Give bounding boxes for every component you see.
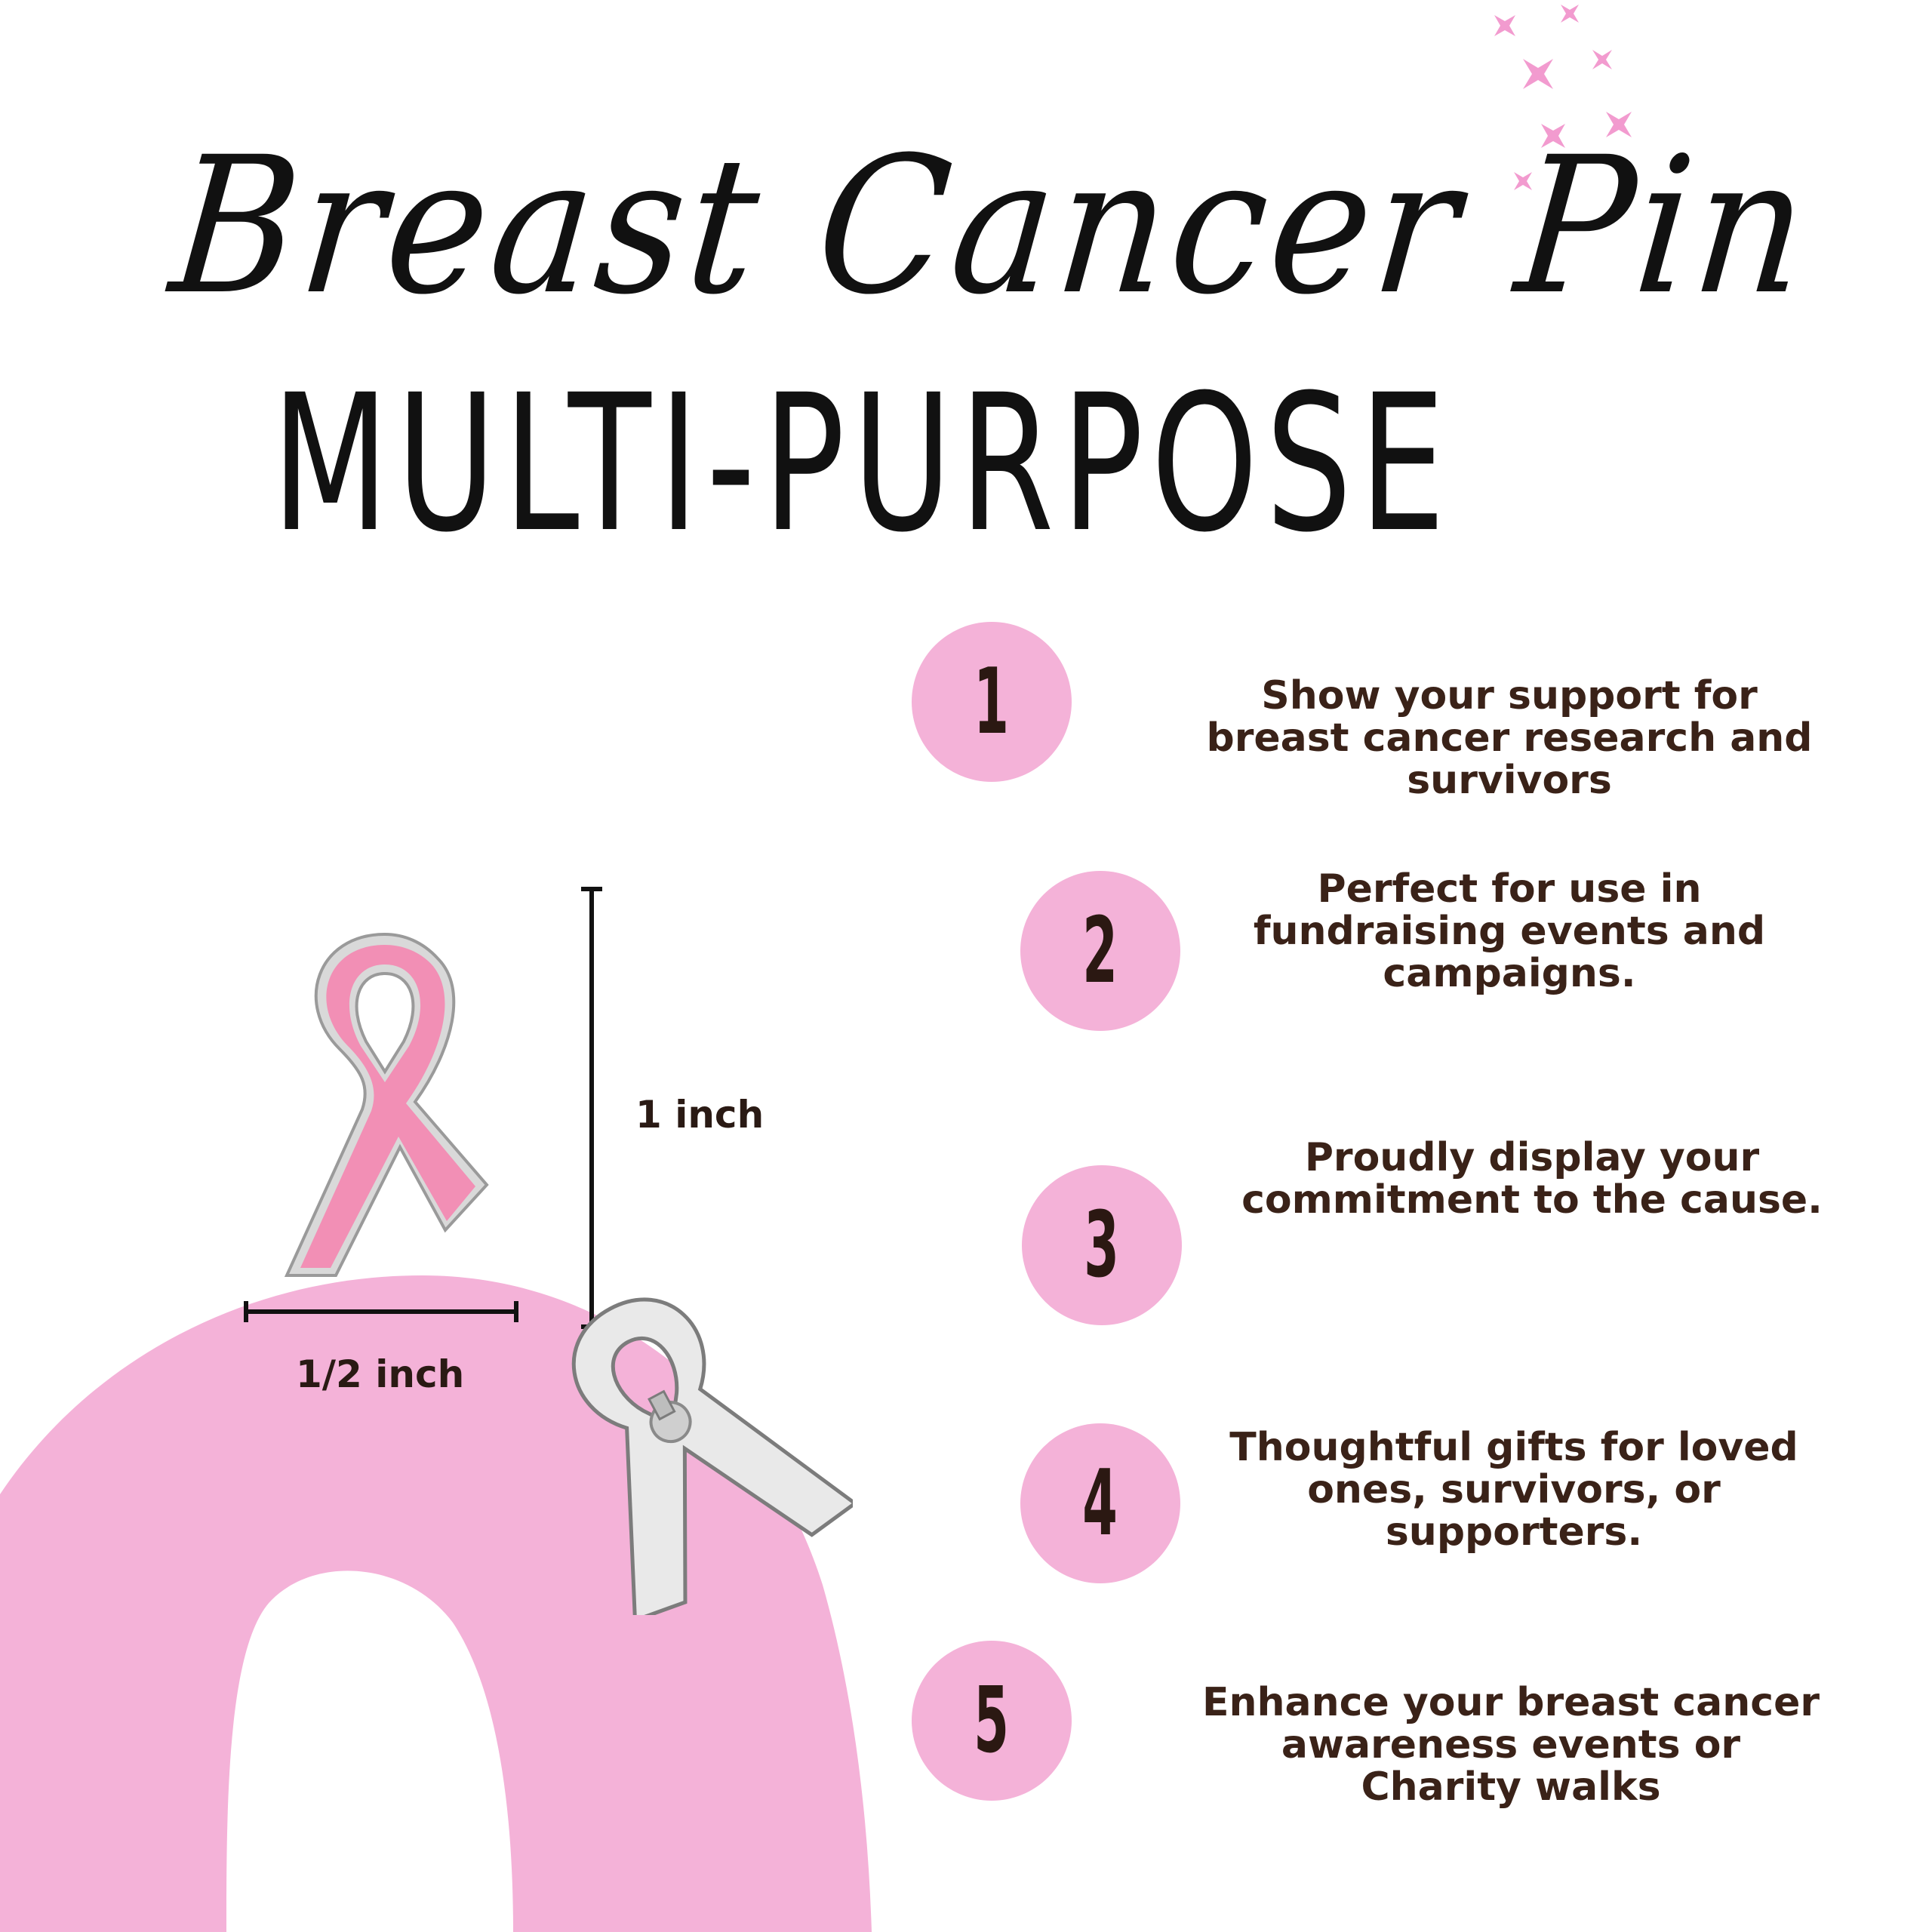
page-subtitle: MULTI-PURPOSE (272, 354, 1454, 574)
pink-ribbon-pin-icon (284, 932, 489, 1277)
feature-number-4: 4 (1020, 1423, 1180, 1583)
feature-text-4: Thoughtful gifts for loved ones, survivo… (1229, 1425, 1798, 1555)
feature-text-2: Perfect for use in fundraising events an… (1253, 866, 1766, 996)
silver-ribbon-pin-icon (571, 1297, 853, 1615)
feature-text-5: Enhance your breast cancer awareness eve… (1201, 1680, 1820, 1810)
feature-text-1: Show your support for breast cancer rese… (1206, 673, 1813, 803)
feature-number-2: 2 (1020, 871, 1180, 1031)
feature-number-3: 3 (1022, 1165, 1182, 1325)
width-dimension-label: 1/2 inch (296, 1352, 465, 1396)
height-dimension-label: 1 inch (635, 1093, 764, 1137)
sparkle-icon (1494, 5, 1632, 190)
feature-number-5: 5 (912, 1641, 1072, 1801)
feature-number-1: 1 (912, 622, 1072, 782)
feature-text-3: Proudly display your commitment to the c… (1241, 1135, 1823, 1223)
script-title: Breast Cancer Pin (163, 116, 1820, 336)
